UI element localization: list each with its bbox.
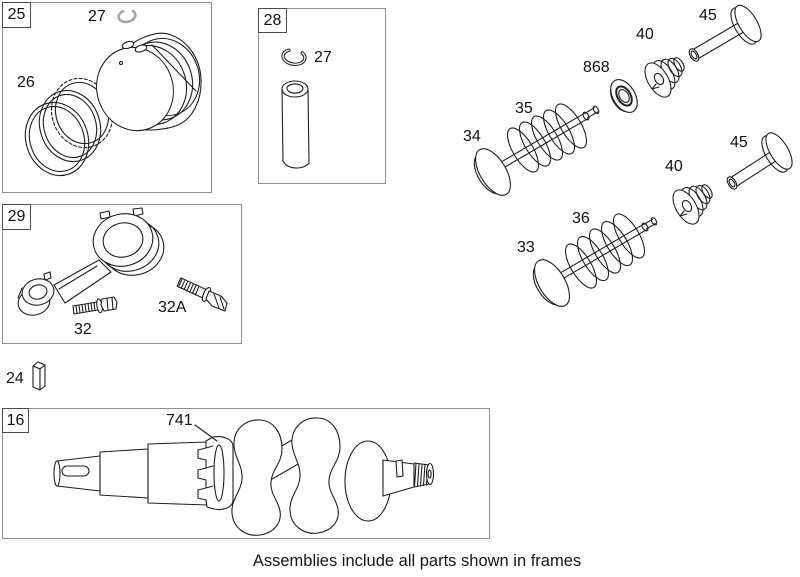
crankshaft-key-drawing — [33, 362, 45, 390]
label-exhaust-spring: 36 — [572, 210, 590, 227]
label-key: 24 — [6, 370, 24, 387]
exhaust-tappet-drawing — [725, 129, 797, 191]
frame-rod-assembly — [2, 204, 242, 344]
intake-retainer-drawing — [640, 56, 687, 101]
wrist-pin-drawing — [282, 81, 309, 168]
frame-number-16: 16 — [2, 408, 29, 433]
label-valve-seal: 868 — [583, 59, 610, 76]
frame-piston-assembly — [2, 2, 212, 193]
frame-number-25: 25 — [2, 2, 31, 28]
intake-valve-drawing — [468, 105, 600, 201]
frame-number-29: 29 — [2, 204, 31, 230]
label-exhaust-valve: 33 — [517, 239, 535, 256]
diagram-caption: Assemblies include all parts shown in fr… — [252, 552, 582, 570]
piston-drawing — [86, 29, 210, 140]
label-retainer-bottom: 40 — [665, 158, 683, 175]
frame-number-28: 28 — [258, 8, 287, 33]
label-rod-bolt: 32 — [74, 321, 92, 338]
pin-clip-drawing — [282, 48, 306, 65]
label-timing-gear: 741 — [166, 412, 193, 429]
label-retainer-top: 40 — [636, 26, 654, 43]
valve-seal-drawing — [605, 75, 642, 117]
label-tappet-top: 45 — [699, 7, 717, 24]
label-intake-valve: 34 — [463, 128, 481, 145]
frame-crankshaft-assembly — [2, 408, 490, 539]
frame-pin-assembly — [258, 8, 386, 184]
intake-spring-drawing — [502, 99, 593, 176]
label-tappet-bottom: 45 — [730, 134, 748, 151]
piston-pin-clip-icon-25 — [117, 9, 136, 24]
exhaust-valve-drawing — [527, 217, 658, 312]
label-pin-clip-28: 27 — [314, 49, 332, 66]
exhaust-retainer-drawing — [668, 183, 715, 228]
label-rod-bolt-a: 32A — [158, 299, 187, 316]
label-pin-clip-25: 27 — [88, 8, 106, 25]
label-ring-set: 26 — [17, 74, 35, 91]
connecting-rod-drawing — [15, 208, 169, 319]
crankshaft-drawing — [54, 418, 434, 535]
rod-bolt-drawing — [73, 297, 117, 314]
intake-tappet-drawing — [687, 1, 766, 62]
label-intake-spring: 35 — [515, 100, 533, 117]
rod-bolt-a-drawing — [177, 278, 227, 311]
exhaust-spring-drawing — [560, 209, 651, 292]
